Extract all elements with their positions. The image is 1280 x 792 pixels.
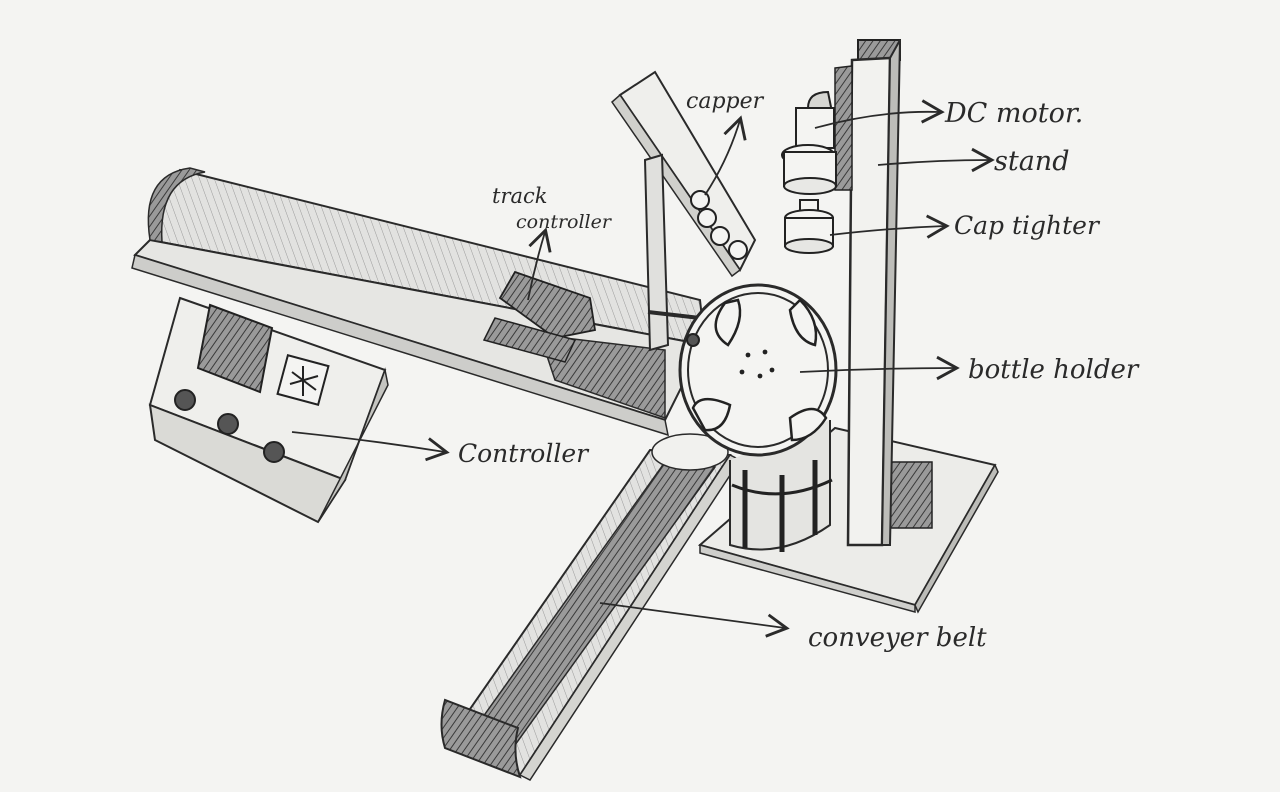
dc-motor xyxy=(782,92,836,194)
label-track-controller-line2: controller xyxy=(516,211,613,233)
label-stand: stand xyxy=(994,146,1069,177)
label-capper: capper xyxy=(686,89,765,114)
label-conveyor-belt: conveyer belt xyxy=(808,623,987,653)
controller-knob-2 xyxy=(218,414,238,434)
cap-tighter xyxy=(785,200,833,253)
controller-knob-1 xyxy=(175,390,195,410)
label-controller: Controller xyxy=(458,439,590,468)
label-dc-motor: DC motor. xyxy=(944,98,1083,129)
controller-knob-3 xyxy=(264,442,284,462)
label-bottle-holder: bottle holder xyxy=(968,355,1140,385)
label-track-controller-line1: track xyxy=(492,184,547,208)
conveyor-belt xyxy=(442,434,741,780)
label-cap-tighter: Cap tighter xyxy=(954,211,1101,240)
